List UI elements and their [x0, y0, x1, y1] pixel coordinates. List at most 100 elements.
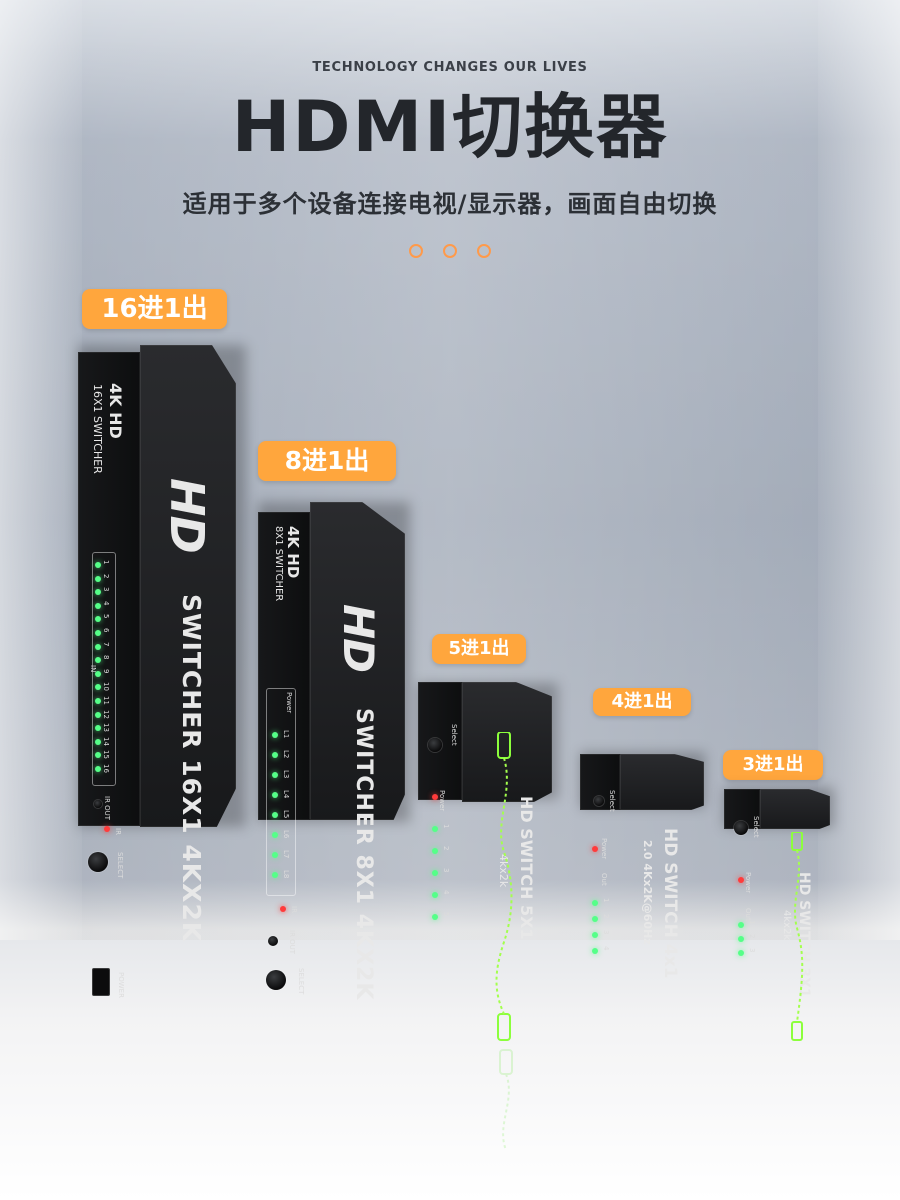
device-16x1-input-number: 10 — [102, 682, 110, 692]
device-16x1-input-number: 6 — [102, 628, 110, 633]
device-3x1-power-led — [738, 877, 744, 883]
device-16x1-input-led — [95, 575, 101, 582]
device-4x1-input-number: 2 — [602, 914, 610, 919]
device-4x1-input-number: 3 — [602, 930, 610, 935]
device-3x1-select-button[interactable] — [734, 821, 748, 835]
label-3-in-1-out: 3进1出 — [723, 750, 823, 780]
device-8x1-input-label: L5 — [282, 810, 290, 819]
device-8x1-power-label: Power — [285, 692, 293, 714]
device-4x1-resolution: 2.0 4Kx2K@60Hz — [641, 840, 654, 945]
device-4x1-input-led — [592, 948, 598, 954]
device-16x1-input-led — [95, 766, 101, 772]
device-8x1-input-led — [272, 812, 278, 818]
device-4x1-input-led — [592, 932, 598, 938]
device-16x1-brand: HD — [160, 478, 214, 553]
device-3x1-power-label: Power — [744, 872, 752, 894]
device-8x1-input-led — [272, 832, 278, 838]
device-16x1-select-label: SELECT — [116, 852, 124, 879]
device-16x1-input-number: 14 — [102, 736, 110, 746]
device-16x1-input-led — [95, 711, 101, 718]
device-16x1-input-number: 16 — [102, 764, 110, 773]
device-16x1-input-led — [95, 738, 101, 745]
device-3x1-input-led — [738, 922, 744, 928]
device-8x1-input-led — [272, 872, 278, 878]
device-5x1-power-led — [432, 794, 438, 800]
device-3x1-input-number: 1 — [748, 920, 756, 925]
device-16x1-input-led — [95, 589, 101, 596]
background-left-panel — [0, 0, 82, 955]
device-16x1-input-led — [95, 670, 101, 677]
device-3x1-input-number: 3 — [748, 948, 756, 953]
device-3x1-select-label: Select — [752, 816, 760, 838]
label-5-in-1-out: 5进1出 — [432, 634, 526, 664]
tagline: TECHNOLOGY CHANGES OUR LIVES — [312, 60, 588, 75]
device-5x1-power-label: Power — [438, 790, 446, 812]
device-8x1-input-label: L6 — [282, 830, 290, 839]
floor — [0, 940, 900, 1200]
device-5x1-input-led — [432, 870, 438, 876]
device-4x1-input-number: 1 — [602, 898, 610, 903]
device-4x1-out-label: Out — [600, 873, 608, 886]
device-16x1-top — [140, 345, 236, 827]
device-16x1-input-led — [95, 616, 101, 623]
device-16x1-input-number: 9 — [102, 668, 110, 674]
device-8x1-input-label: L1 — [282, 730, 290, 739]
device-5x1-input-led — [432, 848, 438, 854]
device-5x1-select-button[interactable] — [428, 738, 442, 752]
device-8x1-input-led — [272, 792, 278, 798]
device-8x1-ir-out-label: IR OUT — [288, 930, 296, 955]
device-3x1-input-number: 2 — [748, 934, 756, 939]
device-5x1-select-label: Select — [450, 724, 458, 746]
device-8x1-top — [310, 502, 405, 820]
device-8x1-ir-label: IR — [290, 906, 298, 913]
device-3x1-input-led — [738, 936, 744, 942]
device-16x1-input-led — [95, 630, 101, 636]
device-8x1-input-label: L2 — [282, 750, 290, 759]
device-16x1-input-number: 11 — [102, 696, 110, 705]
device-4x1-power-label: Power — [600, 838, 608, 860]
device-16x1-input-number: 1 — [102, 560, 110, 565]
device-8x1-input-label: L8 — [282, 870, 290, 879]
device-16x1-input-led — [95, 752, 101, 759]
device-5x1-input-number: 1 — [442, 824, 450, 829]
device-16x1-input-led — [95, 698, 101, 704]
device-8x1-ir-indicator — [280, 906, 286, 912]
device-8x1-select-button[interactable] — [266, 970, 286, 990]
device-16x1-input-number: 12 — [102, 709, 110, 719]
device-16x1-power-label: POWER — [117, 972, 125, 998]
device-16x1-front-panel — [78, 352, 140, 826]
device-16x1-input-number: 4 — [102, 600, 110, 606]
device-5x1-cable-graphic — [495, 732, 513, 1041]
subtitle: 适用于多个设备连接电视/显示器，画面自由切换 — [182, 190, 718, 218]
device-16x1-name: SWITCHER 16X1 4KX2K — [177, 594, 206, 943]
device-5x1-input-led — [432, 826, 438, 832]
device-8x1-ir-out-port — [268, 936, 278, 946]
device-3x1-top — [760, 789, 830, 829]
device-16x1-input-led — [95, 684, 101, 691]
device-16x1-ir-label: IR — [114, 828, 122, 835]
device-4x1-name: HD SWITCH 4x1 — [660, 828, 680, 979]
device-8x1-input-label: L4 — [282, 790, 290, 799]
device-8x1-input-label: L3 — [282, 770, 290, 779]
device-8x1-brand: HD — [334, 604, 383, 673]
device-4x1-select-button[interactable] — [594, 796, 604, 806]
device-16x1-model-line2: 16X1 SWITCHER — [91, 384, 104, 474]
device-16x1-input-led — [95, 602, 101, 609]
device-4x1-top — [620, 754, 704, 810]
label-8-in-1-out: 8进1出 — [258, 441, 396, 481]
device-16x1-input-led — [95, 562, 101, 568]
device-16x1-in-label: IN — [89, 665, 97, 673]
device-16x1-input-number: 5 — [102, 614, 110, 619]
device-5x1-input-number: 4 — [442, 890, 450, 895]
device-4x1-input-led — [592, 916, 598, 922]
device-16x1-power-switch[interactable] — [92, 968, 110, 996]
device-8x1-front-panel — [258, 512, 310, 820]
device-8x1-name: SWITCHER 8X1 4KX2K — [351, 708, 376, 1001]
label-4-in-1-out: 4进1出 — [593, 688, 691, 716]
device-8x1-input-led — [272, 752, 278, 758]
device-8x1-input-led — [272, 772, 278, 778]
device-5x1-input-led — [432, 892, 438, 898]
device-16x1-ir-out-label: IR OUT — [103, 796, 111, 821]
device-4x1-input-led — [592, 900, 598, 906]
device-16x1-select-button[interactable] — [88, 852, 108, 872]
